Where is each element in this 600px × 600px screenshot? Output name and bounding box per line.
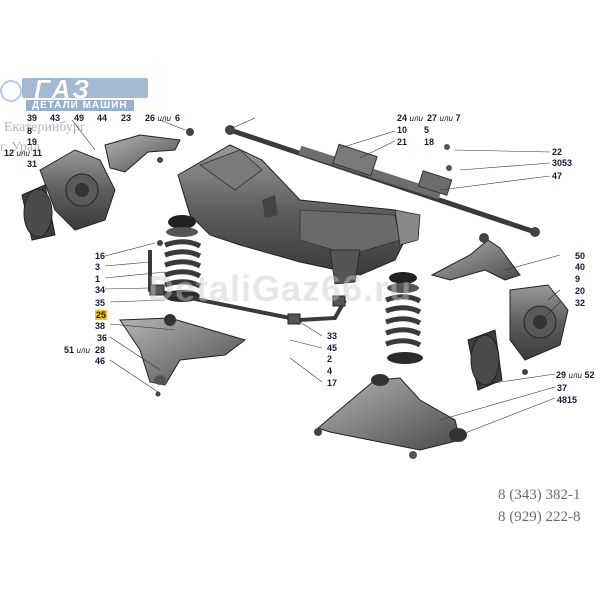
part-number: 27 — [427, 113, 438, 123]
steering-rack — [225, 125, 540, 237]
part-label-29-52[interactable]: 29 или 52 — [556, 370, 594, 381]
part-label-40[interactable]: 40 — [575, 262, 586, 272]
part-label-46[interactable]: 46 — [95, 356, 106, 366]
part-label-24[interactable]: 24 или — [397, 113, 423, 124]
part-label-35[interactable]: 35 — [95, 298, 106, 308]
part-label-10[interactable]: 10 — [397, 125, 408, 135]
leader-lines — [71, 117, 561, 436]
part-label-44[interactable]: 44 — [97, 113, 108, 123]
part-label-12-11[interactable]: 12 или 11 — [4, 148, 42, 159]
part-number: 12 — [4, 148, 15, 158]
part-label-25[interactable]: 25 — [95, 310, 108, 320]
or-word: или — [157, 114, 171, 123]
part-label-2[interactable]: 2 — [327, 354, 333, 364]
part-label-31[interactable]: 31 — [27, 159, 38, 169]
city-line-2: г. Урал — [0, 140, 41, 155]
part-label-3[interactable]: 3 — [95, 262, 101, 272]
part-number: 29 — [556, 370, 567, 380]
part-number: 7 — [455, 113, 461, 123]
part-label-6[interactable]: 6 — [175, 113, 181, 123]
right-upper-control-arm — [430, 233, 521, 281]
part-label-33[interactable]: 33 — [327, 331, 338, 341]
part-label-39[interactable]: 39 — [27, 113, 38, 123]
logo-emblem-icon — [0, 80, 22, 102]
part-label-32[interactable]: 32 — [575, 298, 586, 308]
logo-brand-text: ГАЗ — [34, 74, 93, 104]
stabilizer-bar — [148, 240, 347, 325]
front-subframe — [177, 144, 421, 285]
part-number: 52 — [584, 370, 595, 380]
part-label-4815[interactable]: 4815 — [557, 395, 578, 405]
part-label-19[interactable]: 19 — [27, 137, 38, 147]
right-lower-control-arm — [314, 374, 467, 459]
part-label-38[interactable]: 38 — [95, 321, 106, 331]
logo-subtitle: ДЕТАЛИ МАШИН — [26, 100, 134, 111]
or-word: или — [568, 371, 582, 380]
left-upper-control-arm — [104, 128, 194, 173]
phone-number-1: 8 (343) 382-1 — [498, 487, 581, 503]
part-label-22[interactable]: 22 — [552, 147, 563, 157]
part-label-37[interactable]: 37 — [557, 383, 568, 393]
brand-logo: ГАЗ ДЕТАЛИ МАШИН — [0, 74, 160, 120]
part-label-9[interactable]: 9 — [575, 274, 581, 284]
site-watermark: DetaliGaz66.ru — [148, 268, 413, 309]
part-number: 51 — [64, 345, 75, 355]
left-lower-control-arm — [119, 314, 247, 397]
part-label-4[interactable]: 4 — [327, 366, 333, 376]
part-label-51[interactable]: 51 или — [64, 345, 90, 356]
or-word: или — [439, 114, 453, 123]
part-label-1[interactable]: 1 — [95, 274, 101, 284]
part-label-17[interactable]: 17 — [327, 378, 338, 388]
part-label-5[interactable]: 5 — [424, 125, 430, 135]
part-label-50[interactable]: 50 — [575, 251, 586, 261]
part-label-26[interactable]: 26 или — [145, 113, 171, 124]
part-label-27-7[interactable]: 27 или 7 — [427, 113, 460, 124]
city-line-1: Екатеринбург — [4, 120, 86, 135]
part-label-34[interactable]: 34 — [95, 285, 106, 295]
phone-number-2: 8 (929) 222-8 — [498, 509, 581, 525]
part-number: 11 — [32, 148, 42, 158]
or-word: или — [76, 346, 90, 355]
part-label-18[interactable]: 18 — [424, 137, 435, 147]
part-label-36[interactable]: 36 — [97, 333, 108, 343]
part-label-49[interactable]: 49 — [74, 113, 85, 123]
part-label-23[interactable]: 23 — [121, 113, 132, 123]
part-label-20[interactable]: 20 — [575, 286, 586, 296]
part-number-highlighted: 25 — [95, 310, 108, 320]
part-label-21[interactable]: 21 — [397, 137, 408, 147]
or-word: или — [409, 114, 423, 123]
part-label-16[interactable]: 16 — [95, 251, 106, 261]
part-label-43[interactable]: 43 — [50, 113, 61, 123]
part-label-45[interactable]: 45 — [327, 343, 338, 353]
part-label-8[interactable]: 8 — [27, 126, 33, 136]
part-label-47[interactable]: 47 — [552, 171, 563, 181]
part-number: 24 — [397, 113, 408, 123]
part-label-28[interactable]: 28 — [95, 345, 106, 355]
part-label-3053[interactable]: 3053 — [552, 158, 573, 168]
right-coil-spring — [385, 272, 423, 364]
part-number: 26 — [145, 113, 156, 123]
logo-banner — [22, 78, 148, 98]
left-wheel-hub — [21, 149, 116, 241]
or-word: или — [16, 149, 30, 158]
